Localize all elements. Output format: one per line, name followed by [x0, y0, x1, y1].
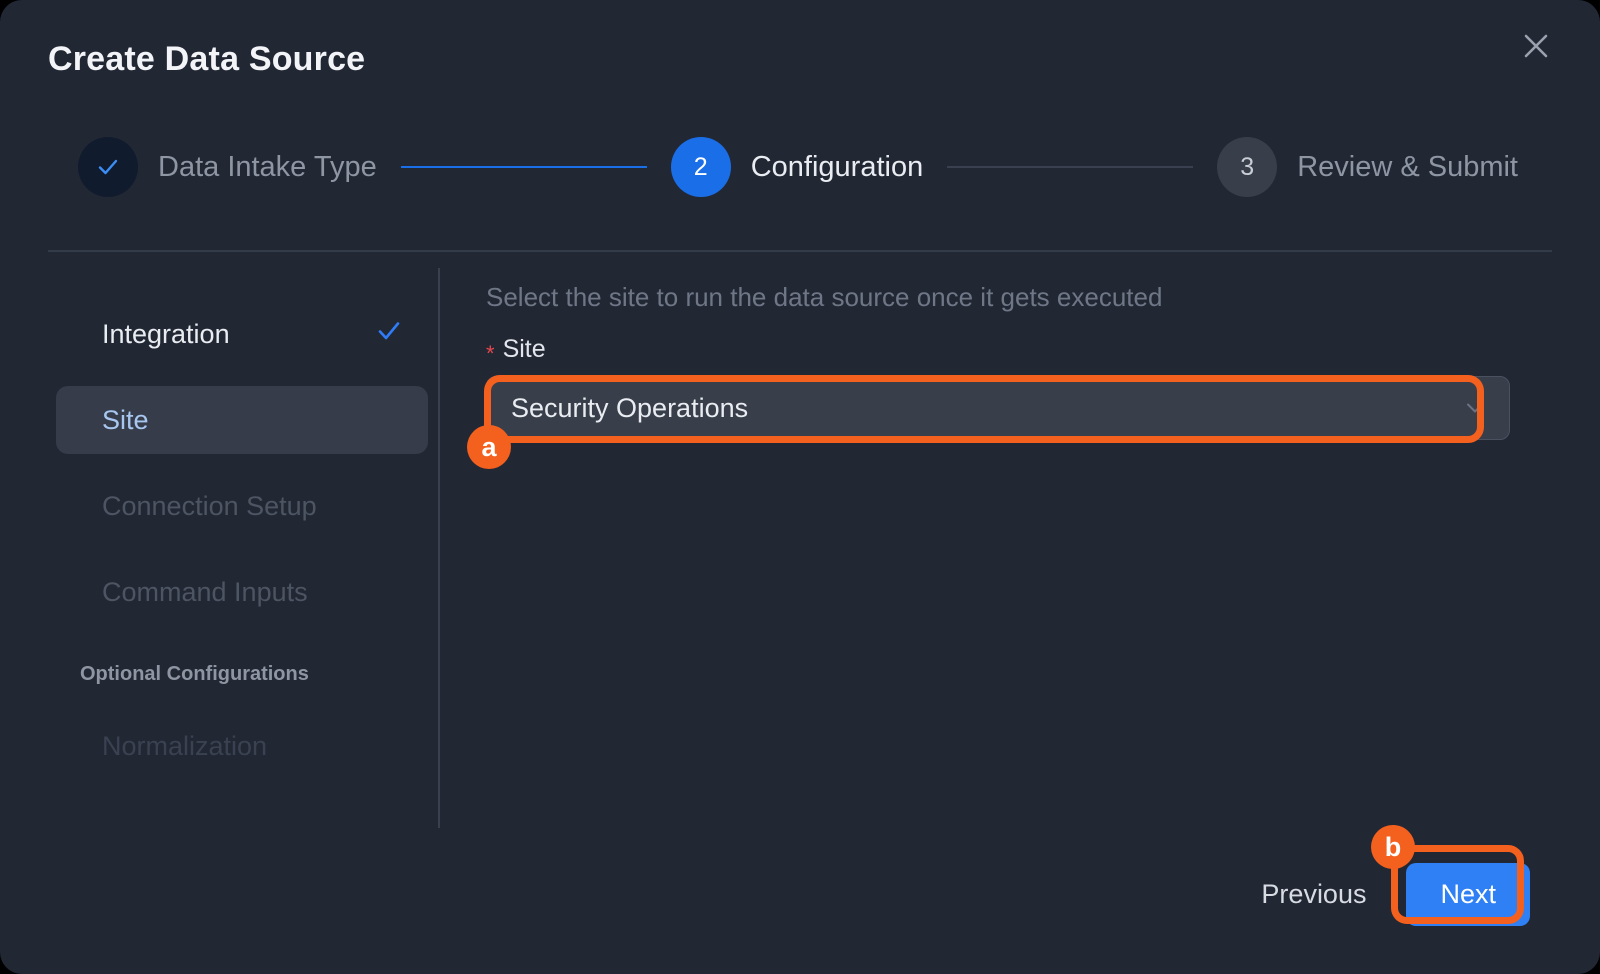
- check-icon: [374, 316, 404, 352]
- required-marker: *: [486, 341, 495, 366]
- sidebar-item-command-inputs: Command Inputs: [56, 558, 428, 626]
- wizard-stepper: Data Intake Type 2 Configuration 3 Revie…: [78, 137, 1518, 197]
- spacer: [56, 540, 428, 558]
- next-button[interactable]: Next: [1406, 863, 1530, 926]
- step-2-indicator: 2: [670, 137, 731, 197]
- field-help-text: Select the site to run the data source o…: [486, 282, 1163, 312]
- spacer: [56, 368, 428, 386]
- sidebar-item-connection-setup: Connection Setup: [56, 472, 428, 540]
- dialog-footer: Previous Next: [1255, 863, 1530, 926]
- spacer: [56, 626, 428, 654]
- sidebar-item-label: Normalization: [102, 730, 268, 761]
- header-divider: [48, 250, 1552, 252]
- site-label-text: Site: [502, 335, 546, 363]
- close-icon[interactable]: [1514, 24, 1558, 68]
- site-field-label: * Site: [486, 335, 1510, 366]
- step-2-label: Configuration: [750, 150, 924, 183]
- site-select-value: Security Operations: [511, 392, 749, 423]
- sidebar-section-optional-configurations: Optional Configurations: [80, 662, 309, 685]
- step-1-indicator: [78, 137, 138, 197]
- sidebar-item-label: Integration: [102, 318, 230, 349]
- site-select[interactable]: Security Operations: [486, 376, 1510, 440]
- spacer: [56, 454, 428, 472]
- sidebar-item-label: Site: [102, 404, 149, 435]
- sidebar-item-integration[interactable]: Integration: [56, 300, 428, 368]
- step-connector-1: [400, 166, 647, 168]
- spacer: [56, 694, 428, 712]
- step-review-submit[interactable]: 3 Review & Submit: [1217, 137, 1518, 197]
- step-3-label: Review & Submit: [1297, 150, 1518, 183]
- sidebar-item-site[interactable]: Site: [56, 386, 428, 454]
- page-title: Create Data Source: [48, 40, 366, 78]
- sidebar-item-label: Command Inputs: [102, 576, 308, 607]
- step-1-label: Data Intake Type: [158, 150, 377, 183]
- step-data-intake-type[interactable]: Data Intake Type: [78, 137, 377, 197]
- sidebar-item-normalization: Normalization: [56, 712, 428, 780]
- config-content-panel: Select the site to run the data source o…: [486, 282, 1510, 440]
- sidebar-item-label: Connection Setup: [102, 490, 317, 521]
- step-3-indicator: 3: [1217, 137, 1278, 197]
- step-connector-2: [947, 166, 1194, 168]
- sidebar-divider: [438, 268, 440, 828]
- previous-button[interactable]: Previous: [1255, 869, 1372, 920]
- step-configuration[interactable]: 2 Configuration: [670, 137, 924, 197]
- chevron-down-icon: [1463, 396, 1487, 420]
- config-sidebar: Integration Site Connection Setup Comman…: [56, 300, 428, 780]
